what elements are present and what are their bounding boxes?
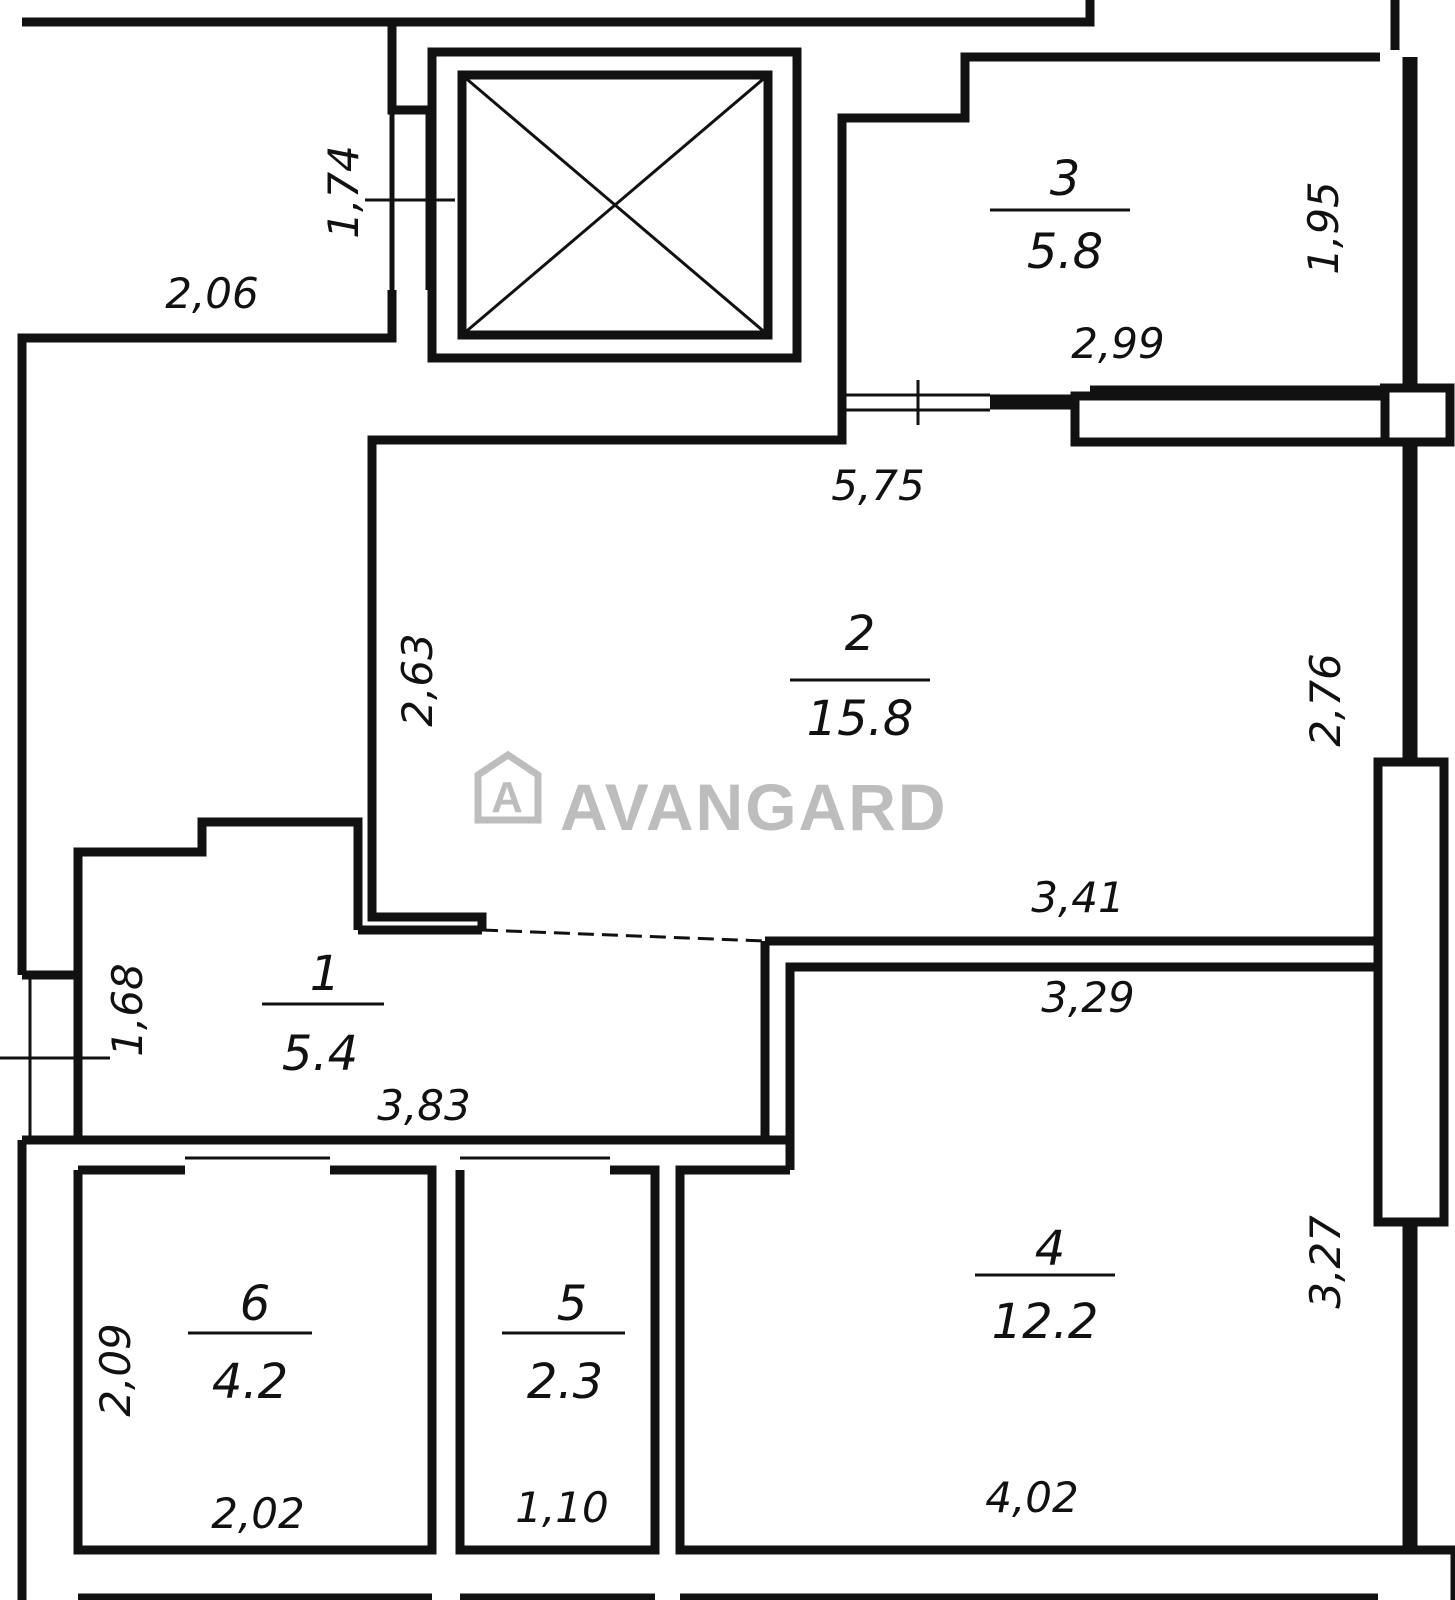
dim-room2-left: 2,63: [393, 633, 442, 727]
dim-room1-height: 1,68: [103, 963, 152, 1057]
brand-name: AVANGARD: [560, 770, 948, 844]
dim-corridor-length: 2,06: [165, 269, 259, 318]
elevator-shaft: [427, 47, 802, 363]
room-2-number: 2: [845, 606, 876, 662]
room-3-number: 3: [1050, 151, 1081, 207]
room-6-number: 6: [240, 1276, 271, 1332]
dim-room5-width: 1,10: [515, 1483, 609, 1532]
room-2-area: 15.8: [807, 691, 914, 747]
brand-watermark: A AVANGARD: [474, 750, 948, 844]
room-3-door: [842, 380, 1390, 447]
room-1-number: 1: [310, 946, 341, 1002]
dim-room1-width: 3,83: [377, 1081, 471, 1130]
room-label-4: 4 12.2: [975, 1221, 1115, 1350]
room-label-1: 1 5.4: [262, 946, 384, 1082]
room-6-walls: [17, 1140, 437, 1600]
dim-room4-top: 3,29: [1041, 973, 1135, 1022]
dim-room3-width: 2,99: [1071, 319, 1165, 368]
dim-room6-height: 2,09: [91, 1323, 140, 1417]
room-1-walls: [0, 817, 770, 1145]
dim-room6-width: 2,02: [211, 1489, 305, 1538]
dim-room2-bottom: 3,41: [1031, 873, 1125, 922]
room-3-area: 5.8: [1027, 224, 1103, 280]
room-label-6: 6 4.2: [188, 1276, 312, 1410]
window-bay: [1373, 757, 1449, 1550]
room-5-number: 5: [557, 1276, 588, 1332]
room-1-area: 5.4: [282, 1026, 358, 1082]
dim-room2-top: 5,75: [831, 461, 925, 510]
room-6-area: 4.2: [212, 1354, 288, 1410]
room-3-walls: [837, 52, 1455, 447]
room-5-area: 2.3: [527, 1354, 603, 1410]
room-4-walls: [675, 962, 1455, 1600]
room-4-number: 4: [1035, 1221, 1066, 1277]
dim-room2-right: 2,76: [1301, 653, 1350, 747]
room-label-5: 5 2.3: [502, 1276, 625, 1410]
room-label-2: 2 15.8: [790, 606, 930, 747]
room-5-walls: [455, 1156, 660, 1555]
dim-room3-depth: 1,95: [1299, 181, 1348, 275]
dim-corridor-width: 1,74: [319, 145, 368, 239]
dim-room4-bottom: 4,02: [985, 1473, 1079, 1522]
room-2-walls: [358, 395, 1418, 946]
room-4-area: 12.2: [992, 1294, 1099, 1350]
room-label-3: 3 5.8: [990, 151, 1130, 280]
brand-logo-icon: [474, 750, 542, 824]
brand-logo-letter: A: [491, 773, 525, 822]
dim-room4-right: 3,27: [1301, 1215, 1350, 1309]
